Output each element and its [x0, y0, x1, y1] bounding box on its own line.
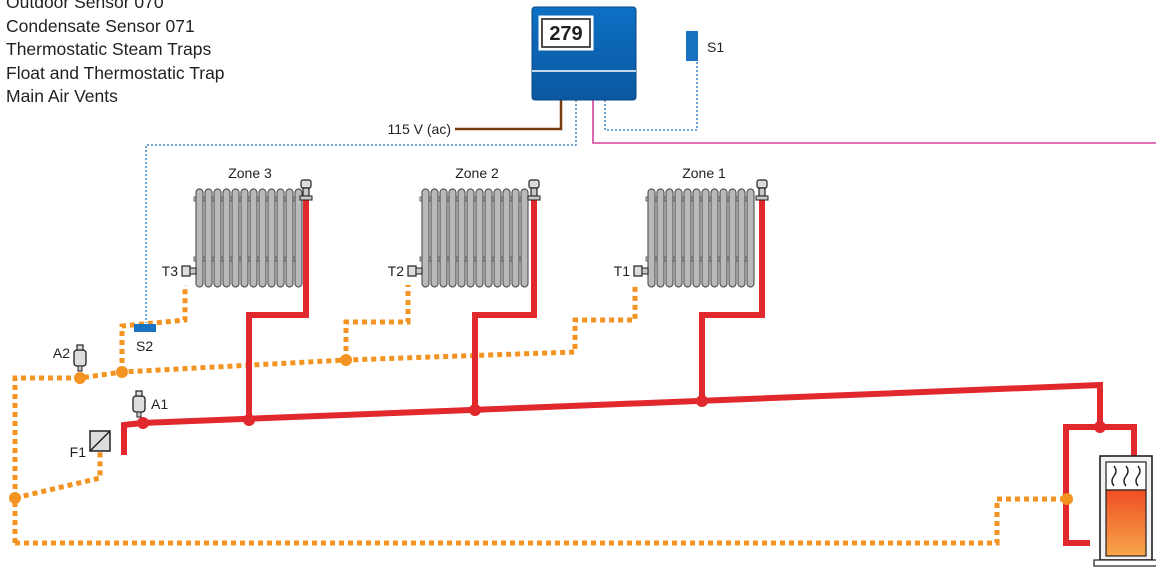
legend-item: Condensate Sensor 071: [6, 15, 195, 36]
zone-2-label: Zone 2: [455, 165, 499, 181]
legend-item: Float and Thermostatic Trap: [6, 62, 225, 83]
ft-trap-f1-label: F1: [70, 444, 87, 460]
steam-junctions: [137, 395, 1106, 433]
air-vent-icon: [73, 344, 87, 372]
sensor-s2-label: S2: [136, 338, 153, 354]
radiator-zone-2: [407, 179, 541, 288]
signal-wire: [592, 100, 1156, 144]
condensate-sensor-s2: [134, 324, 156, 332]
radiator-zone-3: [181, 179, 313, 288]
radiator-zone-1: [633, 179, 769, 288]
legend-list: Outdoor Sensor 070 Condensate Sensor 071…: [6, 0, 225, 109]
condensate-return-piping: [12, 285, 1067, 546]
zone-3-label: Zone 3: [228, 165, 272, 181]
power-wire: [455, 100, 563, 131]
trap-t2-label: T2: [388, 263, 405, 279]
air-vent-a1-label: A1: [151, 396, 168, 412]
air-vent-a2-label: A2: [53, 345, 70, 361]
sensor-s1-label: S1: [707, 39, 724, 55]
float-thermostatic-trap-icon: [89, 430, 111, 452]
condensate-junctions: [9, 354, 1073, 505]
outdoor-sensor-wire: [604, 62, 698, 131]
air-vent-icon: [132, 390, 146, 418]
legend-item: Thermostatic Steam Traps: [6, 39, 212, 59]
trap-t3-label: T3: [162, 263, 179, 279]
zone-1-label: Zone 1: [682, 165, 726, 181]
control-number: 279: [549, 23, 582, 45]
legend-item: Outdoor Sensor 070: [6, 0, 164, 12]
control-279: 279: [531, 6, 637, 101]
outdoor-sensor-s1: [686, 31, 698, 61]
power-label: 115 V (ac): [387, 121, 451, 137]
steam-boiler: [1093, 455, 1156, 567]
condensate-sensor-wire: [145, 100, 577, 323]
legend-item: Main Air Vents: [6, 86, 118, 106]
trap-t1-label: T1: [614, 263, 631, 279]
wiring: [145, 62, 1156, 323]
